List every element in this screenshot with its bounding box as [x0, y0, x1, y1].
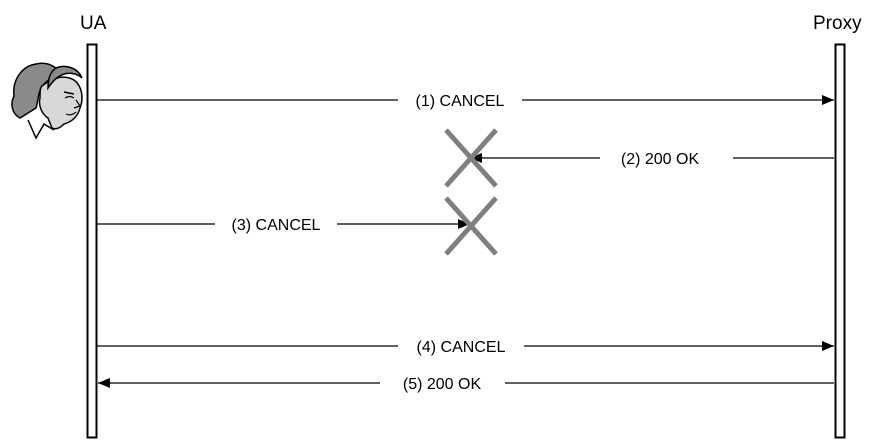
message-5-label: (5) 200 OK [403, 376, 482, 393]
message-1-label: (1) CANCEL [416, 93, 505, 110]
message-4-cancel: (4) CANCEL [97, 339, 834, 356]
message-2-200-ok: (2) 200 OK [470, 151, 834, 168]
lifeline-proxy [834, 43, 846, 439]
message-4-label: (4) CANCEL [417, 339, 506, 356]
message-1-cancel: (1) CANCEL [97, 93, 834, 110]
lost-message-x-icon [444, 196, 498, 256]
message-2-label: (2) 200 OK [621, 151, 700, 168]
lifeline-ua [86, 43, 98, 439]
lost-message-x-icon [444, 128, 498, 188]
message-3-label: (3) CANCEL [232, 217, 321, 234]
message-3-cancel: (3) CANCEL [97, 217, 470, 234]
message-5-200-ok: (5) 200 OK [98, 376, 834, 393]
user-face-icon [11, 62, 83, 140]
participant-ua-label: UA [80, 13, 107, 34]
participant-proxy-label: Proxy [813, 13, 862, 34]
